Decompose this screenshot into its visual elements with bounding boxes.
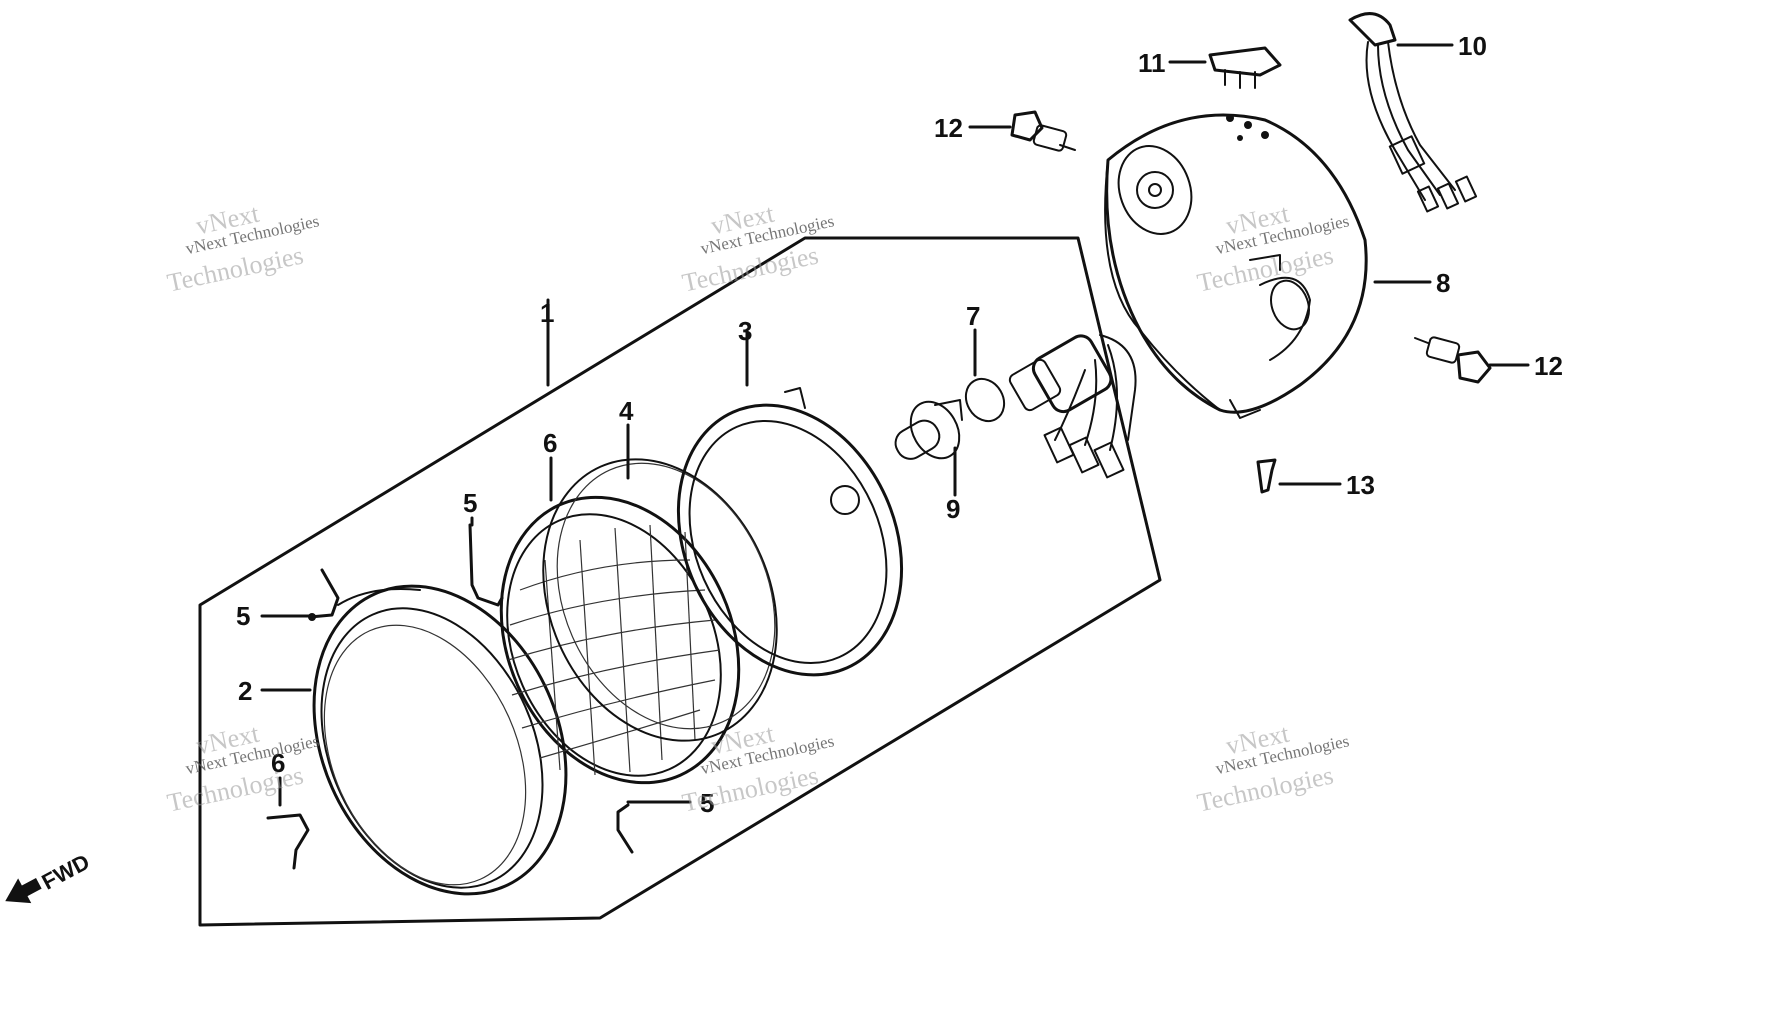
part-5-clip-c [616,803,634,854]
callout-8: 8 [1436,268,1450,298]
part-2-headlight-rim [312,584,568,896]
callout-5a: 5 [463,488,477,518]
callout-11: 11 [1138,48,1166,78]
part-8-headlight-case [1104,113,1368,419]
part-10-wire-harness [1348,12,1478,213]
callout-9: 9 [946,494,960,524]
part-9-bulb [894,399,963,460]
callout-3: 3 [738,316,752,346]
callout-12a: 12 [934,113,963,143]
watermark-bottom-center: vNext vNext Technologies Technologies [680,719,836,818]
fwd-label: FWD [38,849,94,895]
callout-6b: 6 [271,748,285,778]
callout-5c: 5 [700,788,714,818]
part-13-screw [1256,458,1277,494]
callout-4: 4 [619,396,634,426]
callout-13: 13 [1346,470,1375,500]
assembly-1-bracket [198,236,1162,927]
callout-1: 1 [540,298,554,328]
part-5-clip-b [308,568,340,621]
part-7-socket [964,334,1137,479]
callout-5b: 5 [236,601,250,631]
callout-6a: 6 [543,428,557,458]
watermark-bottom-right: vNext vNext Technologies Technologies [1195,719,1351,818]
callout-10: 10 [1458,31,1487,61]
watermark-top-left: vNext vNext Technologies Technologies [165,199,321,298]
part-12-bolt-a [1010,110,1076,152]
part-4-ring [542,458,778,742]
watermark-top-right: vNext vNext Technologies Technologies [1195,199,1351,298]
watermark-top-center: vNext vNext Technologies Technologies [680,199,836,298]
part-12-bolt-b [1414,336,1492,384]
callout-7: 7 [966,301,980,331]
watermark-bottom-left: vNext vNext Technologies Technologies [165,719,321,818]
fwd-arrow: FWD [5,849,94,904]
part-5-clip-a [468,523,504,607]
part-3-mounting-ring [676,387,904,677]
callout-12b: 12 [1534,351,1563,381]
part-6-spring-clip [266,813,310,870]
part-6-sealed-beam-lens [499,495,741,785]
part-11-connector-bracket [1208,46,1282,89]
callout-2: 2 [238,676,252,706]
